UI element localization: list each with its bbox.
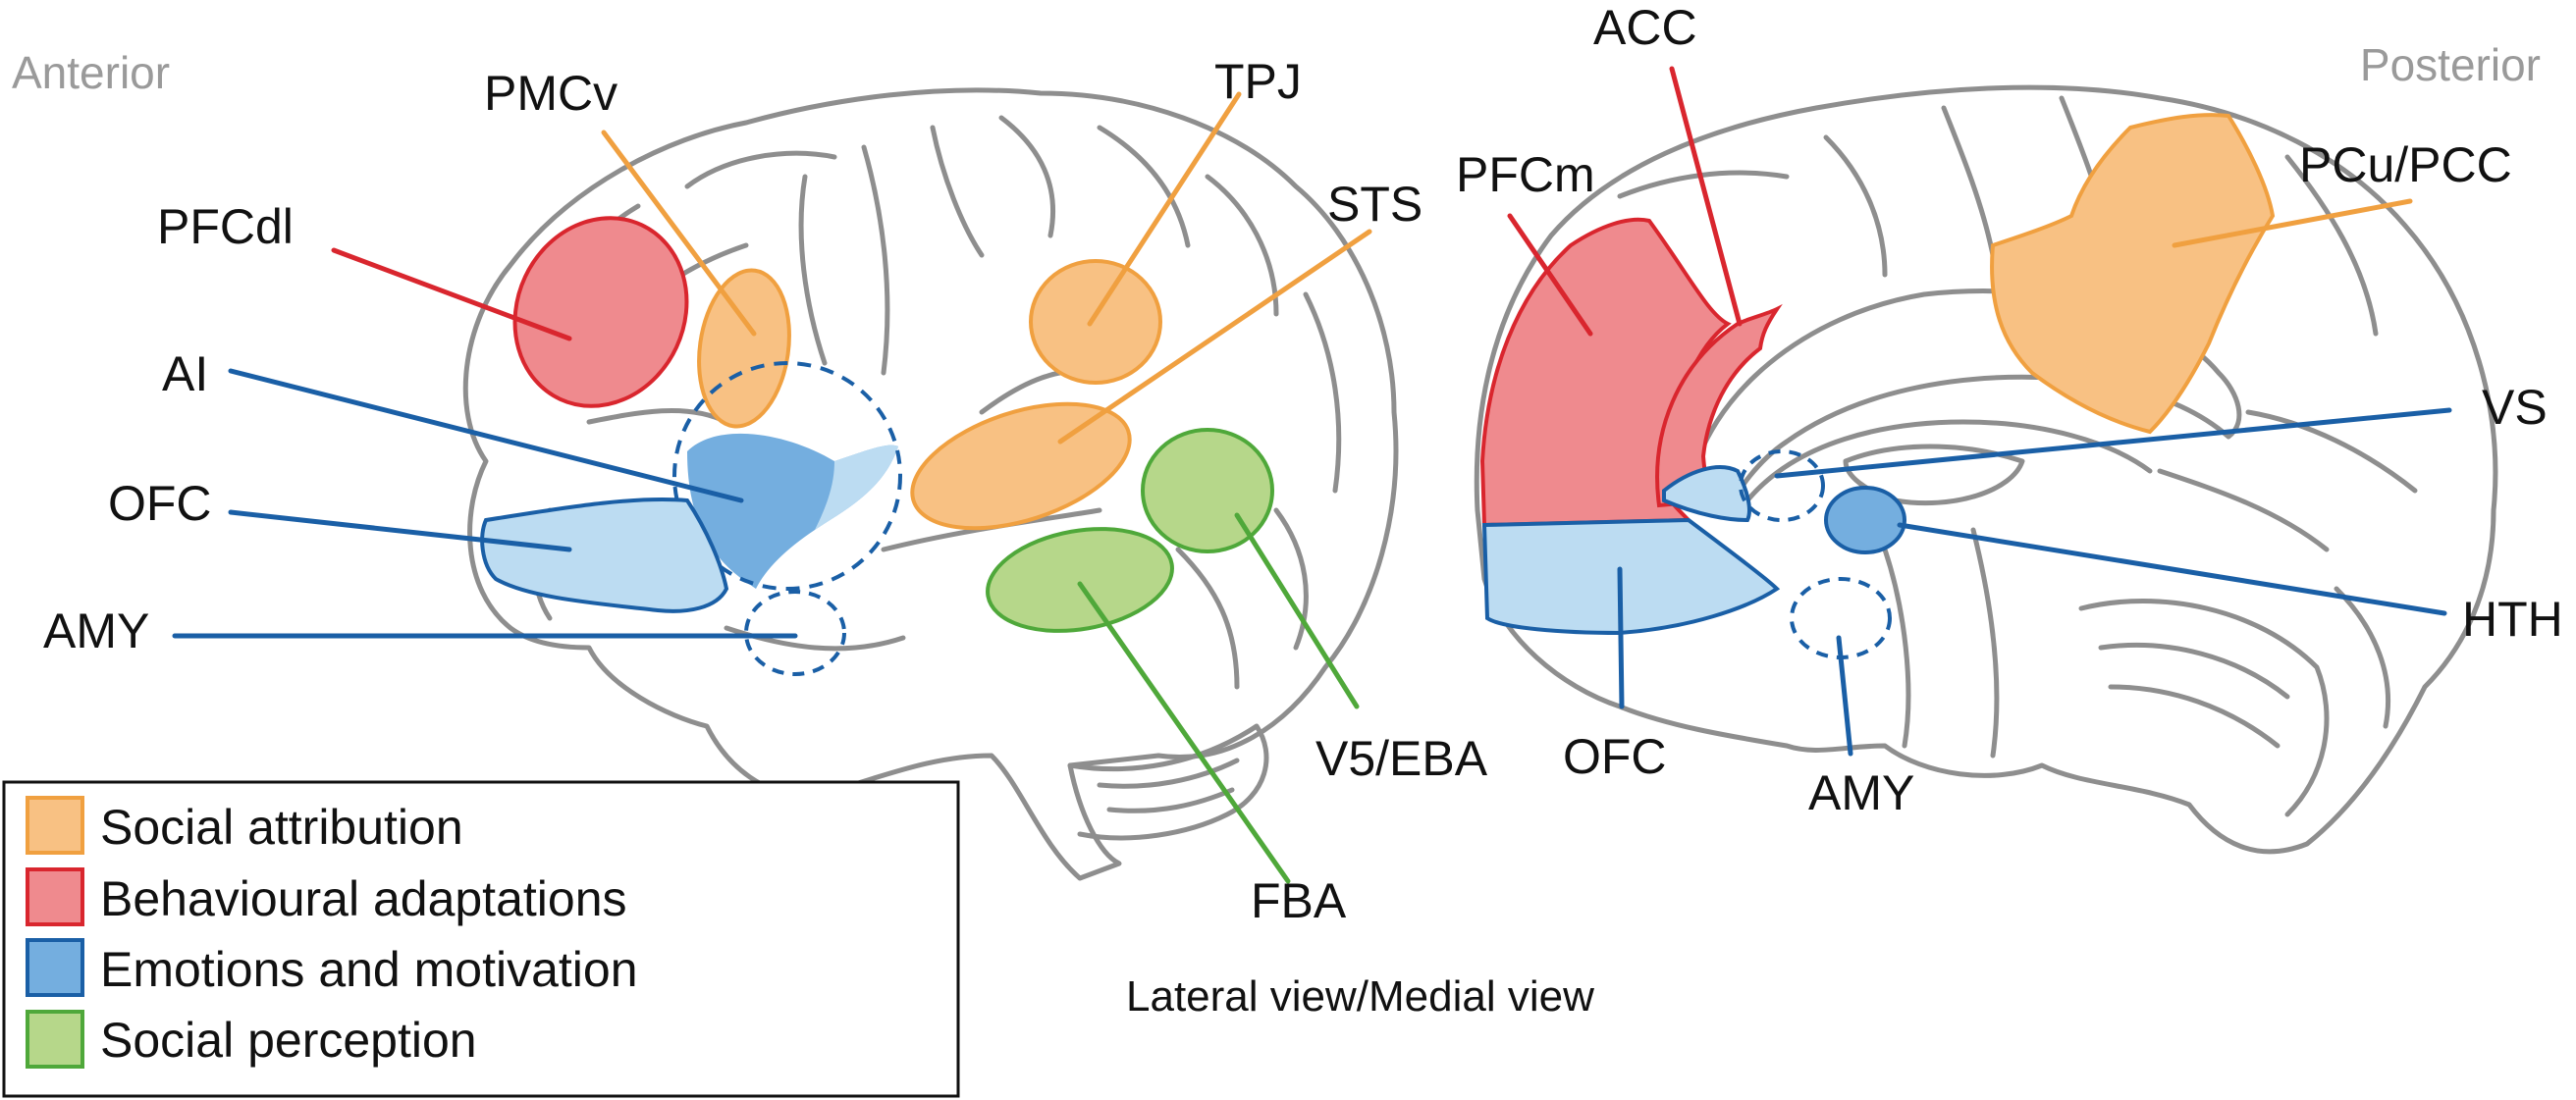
legend: Social attribution Behavioural adaptatio… (2, 780, 960, 1098)
label-ai: AI (162, 346, 208, 401)
region-ofc-medial-fragment (1662, 465, 1751, 523)
medial-sulcus-2 (1823, 134, 1888, 278)
leader-pcupcc (2172, 198, 2413, 248)
lateral-sulcus-13 (1175, 547, 1240, 690)
leader-pfcdl (331, 247, 572, 341)
medial-regions (1479, 113, 2276, 659)
region-ai-light (815, 445, 898, 530)
leader-pfcm (1507, 213, 1593, 337)
medial-brain-outline (1474, 84, 2498, 855)
legend-label-emotions-and-motivation: Emotions and motivation (100, 942, 638, 997)
region-pmcv (697, 268, 791, 429)
lateral-text-labels: PMCv PFCdl AI OFC AMY TPJ STS V5/EBA FBA (43, 54, 1488, 928)
label-v5eba: V5/EBA (1315, 731, 1488, 786)
region-tpj (1029, 259, 1162, 385)
label-vs: VS (2482, 380, 2548, 435)
lateral-sulcus-8 (998, 115, 1056, 238)
leader-ofc-lateral (228, 509, 572, 552)
label-sts: STS (1327, 177, 1422, 232)
region-fba (986, 527, 1174, 633)
region-vs (1739, 449, 1825, 522)
label-pfcm: PFCm (1456, 147, 1595, 202)
legend-swatch-behavioural-adaptations (26, 867, 84, 926)
medial-cerebellum-fold-1 (2098, 643, 2290, 700)
lateral-sulcus-12 (1273, 507, 1309, 651)
region-amy-lateral (744, 590, 846, 676)
label-amy-medial: AMY (1808, 765, 1914, 820)
leader-fba (1077, 581, 1291, 884)
label-tpj: TPJ (1214, 54, 1302, 109)
medial-sulcus-5 (2284, 154, 2379, 337)
lateral-leaders (172, 91, 1372, 884)
legend-item-behavioural-adaptations: Behavioural adaptations (26, 867, 627, 926)
label-acc: ACC (1593, 0, 1697, 55)
lateral-sulcus-7 (930, 125, 985, 258)
label-fba: FBA (1251, 873, 1347, 928)
lateral-sulcus-11 (1303, 291, 1342, 494)
legend-label-social-attribution: Social attribution (100, 800, 463, 855)
lateral-sulcus-10 (1205, 174, 1279, 317)
lateral-cerebellum-fold-2 (1106, 787, 1235, 813)
label-amy-lateral: AMY (43, 603, 149, 658)
legend-swatch-social-attribution (26, 796, 84, 855)
medial-cerebellum-fold-2 (2108, 684, 2281, 749)
medial-sulcus-8 (2334, 586, 2391, 729)
medial-cerebellum (2078, 599, 2330, 817)
label-hth: HTH (2462, 592, 2563, 647)
legend-box (2, 780, 960, 1098)
lateral-sulcus-5 (798, 174, 828, 366)
leader-ofc-medial (1617, 566, 1625, 709)
label-ofc-lateral: OFC (108, 476, 212, 531)
lateral-sulcus-9 (1097, 125, 1191, 248)
legend-item-social-perception: Social perception (26, 1010, 477, 1069)
region-acc (1655, 303, 1783, 508)
figure-caption: Lateral view/Medial view (1126, 972, 1594, 1021)
legend-item-social-attribution: Social attribution (26, 796, 463, 855)
label-ofc-medial: OFC (1563, 729, 1667, 784)
region-pfcdl (512, 216, 689, 408)
region-ofc-medial (1481, 517, 1781, 636)
legend-swatch-emotions-and-motivation (26, 938, 84, 997)
leader-tpj (1087, 91, 1242, 327)
medial-sulcus-6 (2157, 468, 2330, 552)
lateral-cerebellum (1067, 723, 1269, 841)
orientation-labels: Anterior Posterior (12, 39, 2541, 98)
region-sts (910, 401, 1132, 531)
region-ai-dashed (672, 361, 902, 591)
region-v5eba (1141, 428, 1274, 553)
region-hth (1824, 486, 1906, 554)
leader-acc (1669, 66, 1743, 327)
lateral-sulcus-6 (861, 144, 890, 376)
label-pmcv: PMCv (484, 66, 617, 121)
label-pcupcc: PCu/PCC (2299, 137, 2512, 192)
medial-brainstem (1882, 527, 2000, 759)
lateral-sulcus-1 (586, 408, 729, 425)
region-pcupcc (1990, 113, 2276, 435)
leader-ai (228, 368, 744, 503)
leader-sts (1057, 229, 1372, 445)
lateral-cerebellum-fold-1 (1097, 758, 1240, 789)
label-anterior: Anterior (12, 47, 170, 98)
legend-swatch-social-perception (26, 1010, 84, 1069)
leader-hth (1897, 522, 2447, 616)
leader-v5eba (1234, 512, 1360, 709)
lateral-sulcus-4 (684, 150, 837, 189)
region-ofc-lateral (480, 498, 729, 613)
lateral-regions (480, 216, 1274, 676)
medial-sulcus-7 (2245, 409, 2418, 494)
legend-label-behavioural-adaptations: Behavioural adaptations (100, 871, 627, 926)
leader-amy-medial (1836, 635, 1853, 757)
label-pfcdl: PFCdl (157, 199, 294, 254)
leader-pmcv (601, 130, 757, 337)
label-posterior: Posterior (2360, 39, 2541, 90)
leader-vs (1774, 407, 2452, 479)
medial-leaders (1507, 66, 2452, 757)
medial-sulcus-3 (1941, 105, 1996, 258)
medial-text-labels: ACC PFCm PCu/PCC VS HTH OFC AMY (1456, 0, 2563, 820)
legend-item-emotions-and-motivation: Emotions and motivation (26, 938, 638, 997)
legend-label-social-perception: Social perception (100, 1013, 477, 1068)
